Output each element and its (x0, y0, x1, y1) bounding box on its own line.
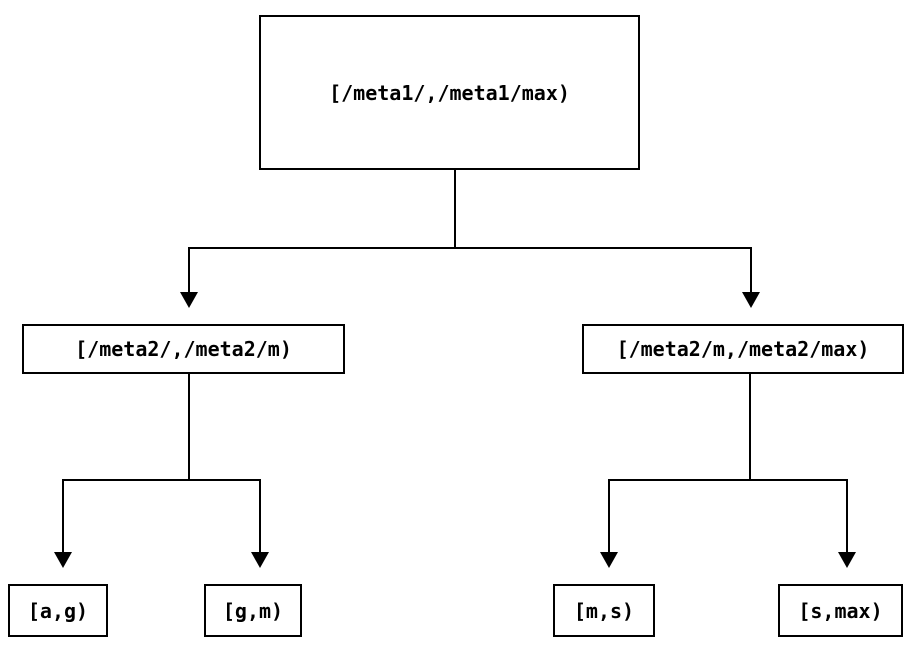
node-meta2-lower-range: [/meta2/,/meta2/m) (22, 324, 345, 374)
edge-root-to-right (750, 249, 752, 292)
node-leaf-s-max: [s,max) (778, 584, 903, 637)
edge-root-to-left (188, 249, 190, 292)
node-leaf-m-s: [m,s) (553, 584, 655, 637)
edge-root-stem (454, 170, 456, 249)
edge-left-to-leaf-ag (62, 481, 64, 552)
arrowhead-down-icon (600, 552, 618, 568)
arrowhead-down-icon (180, 292, 198, 308)
node-meta1-range: [/meta1/,/meta1/max) (259, 15, 640, 170)
arrowhead-down-icon (838, 552, 856, 568)
edge-root-crossbar (188, 247, 752, 249)
edge-left-to-leaf-gm (259, 481, 261, 552)
edge-right-stem (749, 374, 751, 479)
node-meta2-upper-range: [/meta2/m,/meta2/max) (582, 324, 904, 374)
node-leaf-g-m: [g,m) (204, 584, 302, 637)
arrowhead-down-icon (742, 292, 760, 308)
edge-left-crossbar (62, 479, 261, 481)
arrowhead-down-icon (251, 552, 269, 568)
edge-right-crossbar (608, 479, 848, 481)
node-leaf-a-g: [a,g) (8, 584, 108, 637)
arrowhead-down-icon (54, 552, 72, 568)
edge-right-to-leaf-ms (608, 481, 610, 552)
edge-right-to-leaf-smax (846, 481, 848, 552)
edge-left-stem (188, 374, 190, 479)
